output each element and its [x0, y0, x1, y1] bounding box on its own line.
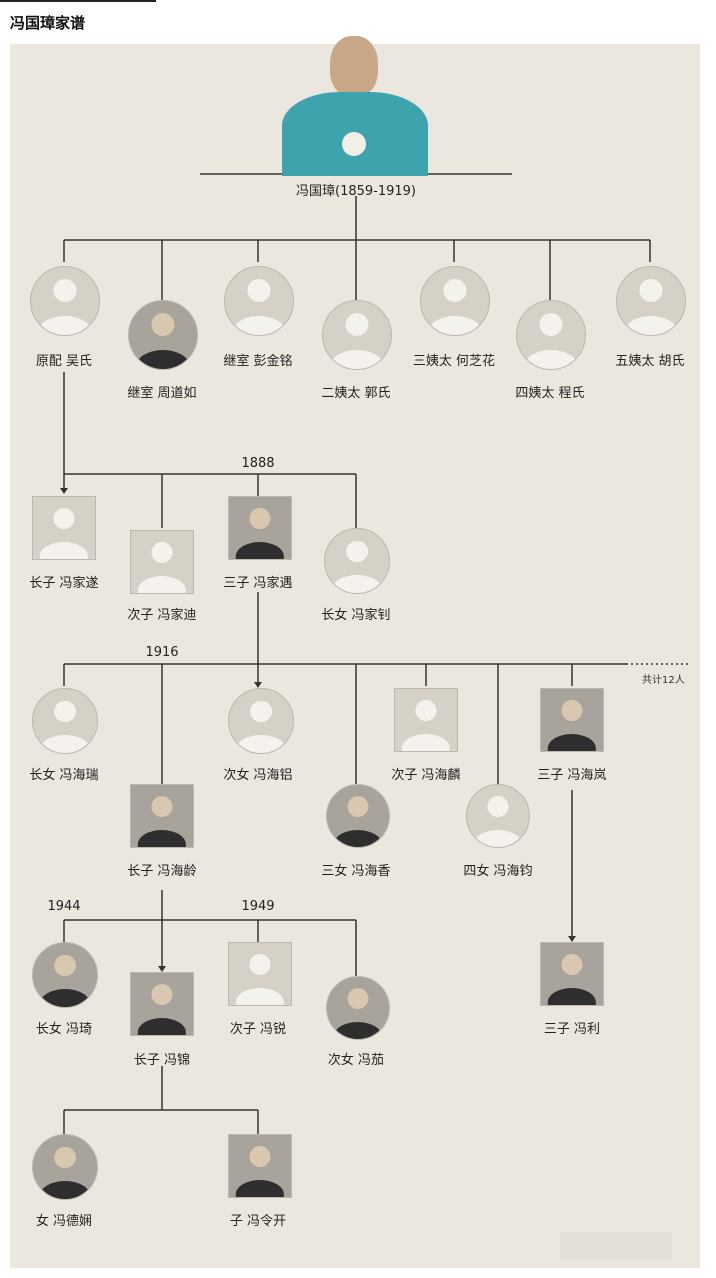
- year-1916-label: 1916: [145, 645, 179, 660]
- gen1-label-cheng: 四姨太 程氏: [515, 386, 585, 401]
- year-1944-label: 1944: [47, 899, 81, 914]
- gen3-label-hailing: 长子 冯海龄: [127, 864, 197, 879]
- fengjin-portrait: [130, 972, 194, 1036]
- page-title: 冯国璋家谱: [10, 14, 86, 32]
- fengqie-portrait: [326, 976, 390, 1040]
- hailan-portrait: [540, 688, 604, 752]
- gen5-label-dexian: 女 冯德娴: [35, 1214, 93, 1229]
- jiayu-portrait: [228, 496, 292, 560]
- guo-portrait-placeholder: [322, 300, 392, 370]
- root-portrait: [282, 36, 428, 176]
- gen5-label-lingkai: 子 冯令开: [229, 1214, 287, 1229]
- gen3-label-hailin: 次子 冯海麟: [391, 768, 461, 783]
- hairui-portrait-placeholder: [32, 688, 98, 754]
- hailin-portrait-placeholder: [394, 688, 458, 752]
- zhou-daoru-portrait: [128, 300, 198, 370]
- gen3-label-hailan: 三子 冯海岚: [537, 768, 607, 783]
- top-rule: [0, 0, 156, 2]
- year-1949-label: 1949: [241, 899, 275, 914]
- gen3-label-hailyu: 次女 冯海铝: [223, 768, 293, 783]
- gen4-label-fengqi: 长女 冯琦: [35, 1022, 93, 1037]
- gen3-label-haixiang: 三女 冯海香: [321, 864, 391, 879]
- fengrui-portrait-placeholder: [228, 942, 292, 1006]
- gen1-label-he: 三姨太 何芝花: [412, 354, 496, 369]
- year-1888-label: 1888: [241, 456, 275, 471]
- gen3-label-hairui: 长女 冯海瑞: [29, 768, 99, 783]
- gen4-label-fengrui: 次子 冯锐: [229, 1022, 287, 1037]
- gen4-label-fengjin: 长子 冯锦: [133, 1053, 191, 1068]
- hu-portrait-placeholder: [616, 266, 686, 336]
- count-note: 共计12人: [642, 675, 685, 686]
- gen2-label-jiadi: 次子 冯家迪: [127, 608, 197, 623]
- fengqi-portrait: [32, 942, 98, 1008]
- haijun-portrait-placeholder: [466, 784, 530, 848]
- gen1-label-wu: 原配 吴氏: [35, 354, 93, 369]
- lingkai-portrait: [228, 1134, 292, 1198]
- gen4-label-fengli: 三子 冯利: [543, 1022, 601, 1037]
- cheng-portrait-placeholder: [516, 300, 586, 370]
- gen4-label-fengqie: 次女 冯茄: [327, 1053, 385, 1068]
- gen2-label-jiazhao: 长女 冯家钊: [321, 608, 391, 623]
- gen2-label-jiasui: 长子 冯家遂: [29, 576, 99, 591]
- gen2-label-jiayu: 三子 冯家遇: [223, 576, 293, 591]
- wu-portrait-placeholder: [30, 266, 100, 336]
- jiadi-portrait-placeholder: [130, 530, 194, 594]
- gen1-label-zhou: 继室 周道如: [127, 386, 197, 401]
- gen1-label-hu: 五姨太 胡氏: [615, 354, 685, 369]
- hailing-portrait: [130, 784, 194, 848]
- jiazhao-portrait-placeholder: [324, 528, 390, 594]
- haixiang-portrait: [326, 784, 390, 848]
- family-tree-panel: [10, 44, 700, 1268]
- dexian-portrait: [32, 1134, 98, 1200]
- root-label: 冯国璋(1859-1919): [295, 184, 417, 199]
- fengli-portrait: [540, 942, 604, 1006]
- he-portrait-placeholder: [420, 266, 490, 336]
- gen1-label-guo: 二姨太 郭氏: [321, 386, 391, 401]
- peng-portrait-placeholder: [224, 266, 294, 336]
- hailyu-portrait-placeholder: [228, 688, 294, 754]
- watermark-blur: [560, 1232, 672, 1260]
- gen3-label-haijun: 四女 冯海钧: [463, 864, 533, 879]
- jiasui-portrait-placeholder: [32, 496, 96, 560]
- gen1-label-peng: 继室 彭金铭: [223, 354, 293, 369]
